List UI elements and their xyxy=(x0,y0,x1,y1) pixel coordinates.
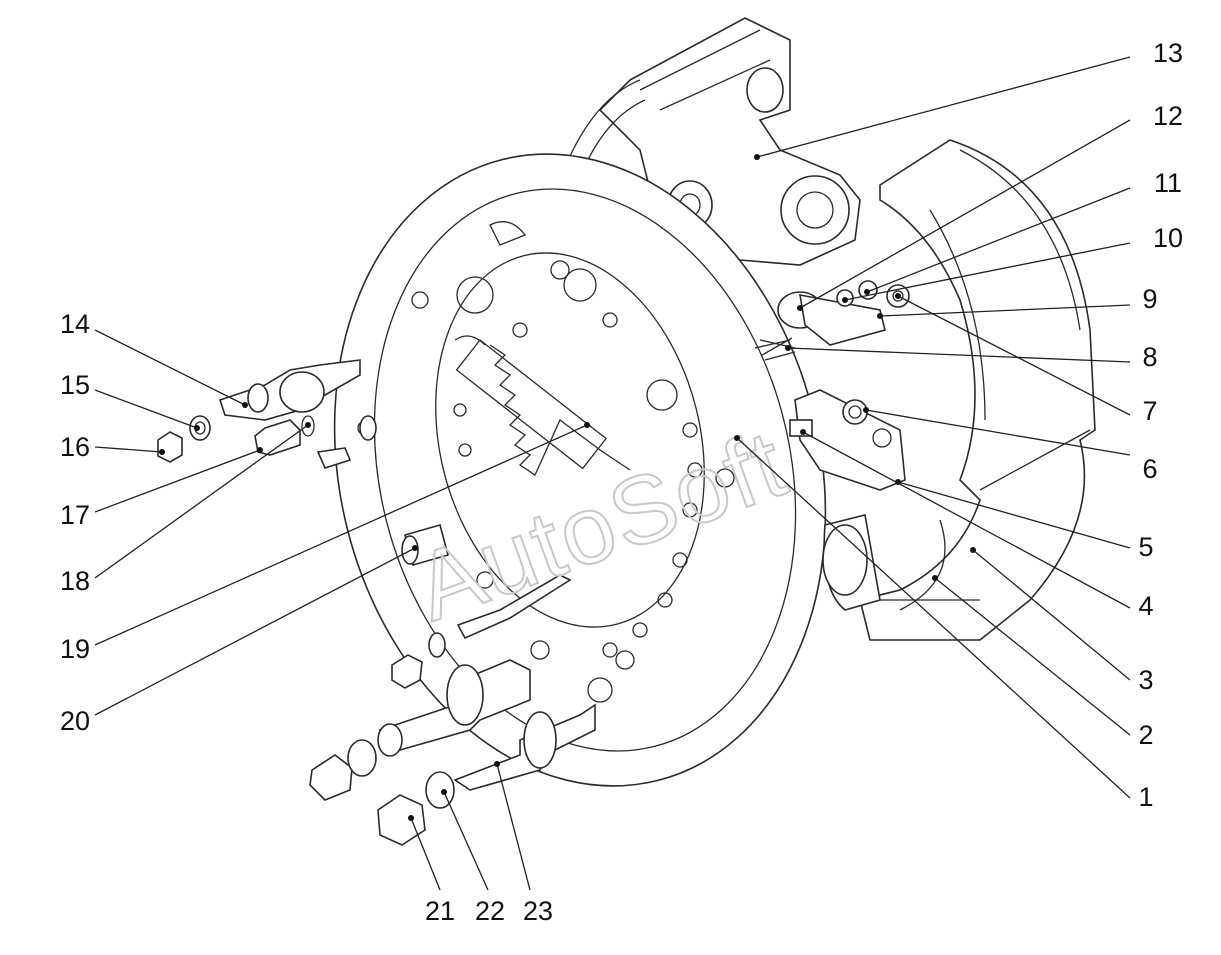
callout-21: 21 xyxy=(425,896,455,926)
callout-3: 3 xyxy=(1138,665,1153,695)
callout-2: 2 xyxy=(1138,720,1153,750)
anchor-pin-assembly-drawing xyxy=(157,359,572,640)
callout-23: 23 xyxy=(523,896,553,926)
callout-15: 15 xyxy=(60,370,90,400)
callout-6: 6 xyxy=(1142,454,1157,484)
callout-20: 20 xyxy=(60,706,90,736)
callout-10: 10 xyxy=(1153,223,1183,253)
callout-14: 14 xyxy=(60,309,90,339)
leader-lines xyxy=(94,56,1131,891)
brake-shoe-drawing xyxy=(859,139,1096,641)
callout-labels: 13 12 11 10 9 8 7 6 5 4 3 2 1 14 15 16 1… xyxy=(60,38,1183,926)
adjuster-parts-drawing xyxy=(754,280,910,611)
callout-22: 22 xyxy=(475,896,505,926)
callout-5: 5 xyxy=(1138,532,1153,562)
callout-7: 7 xyxy=(1142,396,1157,426)
callout-17: 17 xyxy=(60,500,90,530)
callout-11: 11 xyxy=(1154,168,1182,198)
callout-19: 19 xyxy=(60,634,90,664)
callout-18: 18 xyxy=(60,566,90,596)
callout-12: 12 xyxy=(1153,101,1183,131)
callout-16: 16 xyxy=(60,432,90,462)
callout-4: 4 xyxy=(1138,591,1153,621)
callout-9: 9 xyxy=(1142,284,1157,314)
callout-1: 1 xyxy=(1138,782,1153,812)
callout-8: 8 xyxy=(1142,342,1157,372)
callout-13: 13 xyxy=(1153,38,1183,68)
